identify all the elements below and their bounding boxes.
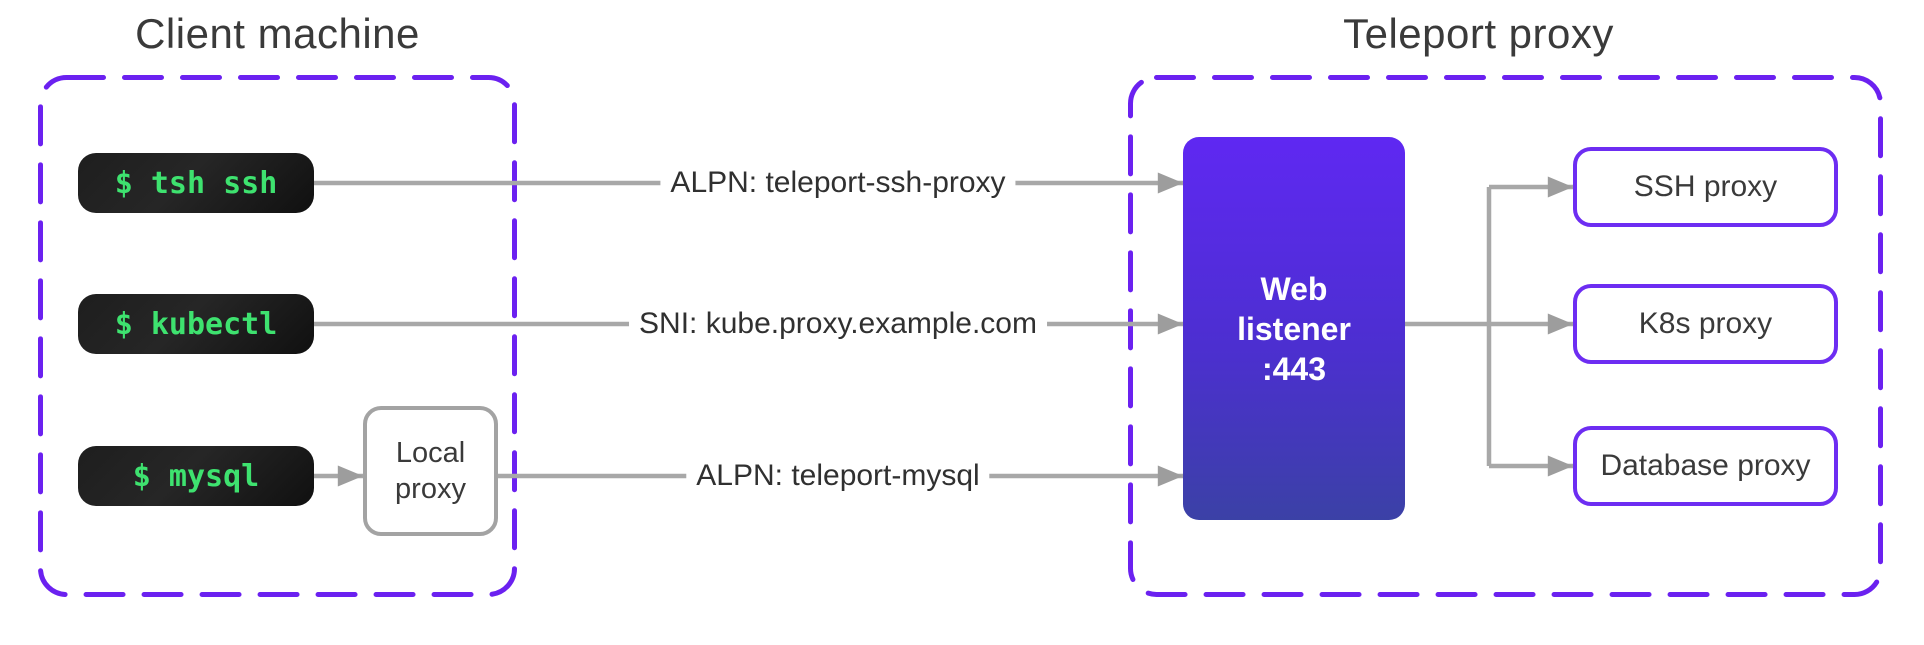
database-proxy-node: Database proxy — [1573, 426, 1838, 506]
terminal-command-kubectl: $ kubectl — [114, 306, 278, 342]
web-listener-label-line2: listener — [1237, 310, 1351, 347]
ssh-proxy-label: SSH proxy — [1633, 170, 1778, 203]
terminal-command-mysql: $ mysql — [132, 458, 260, 494]
local-proxy-label: Local proxy — [395, 437, 466, 505]
client-machine-title: Client machine — [135, 10, 420, 57]
terminal-pill-kubectl: $ kubectl — [78, 294, 314, 354]
fanout-trunk-line — [1405, 187, 1492, 466]
database-proxy-label: Database proxy — [1600, 449, 1811, 482]
web-listener-label-line1: Web — [1260, 270, 1328, 307]
teleport-proxy-boundary — [1128, 75, 1883, 597]
web-listener-node: Web listener :443 — [1183, 137, 1405, 520]
connection-label-alpn-ssh-proxy: ALPN: teleport-ssh-proxy — [660, 164, 1016, 202]
client-machine-boundary — [38, 75, 517, 597]
web-listener-label: Web listener :443 — [1237, 269, 1351, 389]
k8s-proxy-node: K8s proxy — [1573, 284, 1838, 364]
connection-label-sni-kube: SNI: kube.proxy.example.com — [629, 305, 1047, 343]
connection-label-alpn-mysql: ALPN: teleport-mysql — [686, 457, 990, 495]
terminal-pill-mysql: $ mysql — [78, 446, 314, 506]
local-proxy-node: Local proxy — [363, 406, 498, 536]
ssh-proxy-node: SSH proxy — [1573, 147, 1838, 227]
teleport-proxy-title: Teleport proxy — [1343, 10, 1614, 57]
web-listener-label-line3: :443 — [1261, 350, 1327, 387]
terminal-command-tsh-ssh: $ tsh ssh — [114, 165, 278, 201]
k8s-proxy-label: K8s proxy — [1638, 307, 1773, 340]
terminal-pill-tsh-ssh: $ tsh ssh — [78, 153, 314, 213]
